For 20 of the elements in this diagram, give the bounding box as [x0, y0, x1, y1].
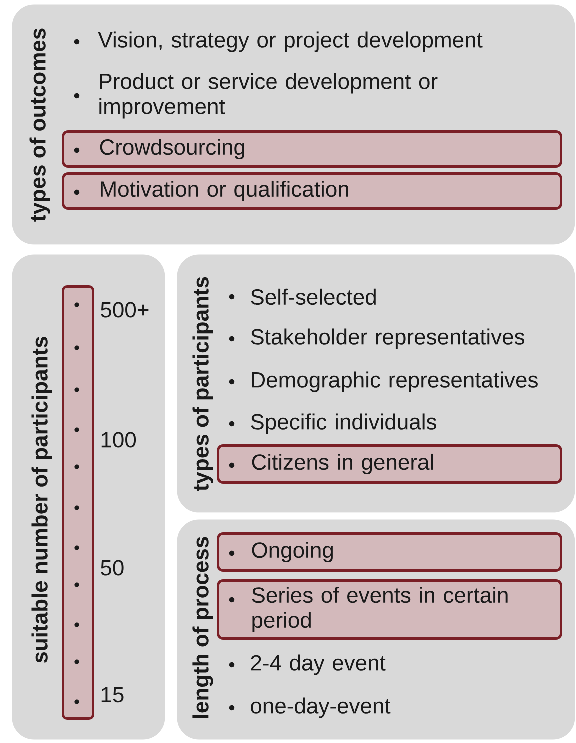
highlight-box: Motivation or qualification [62, 172, 562, 210]
scale-label: 100 [102, 432, 136, 448]
highlight-box: Crowdsourcing [62, 130, 562, 168]
bullet-item: Demographic representatives [252, 372, 538, 392]
bullet-item: Product or service development or improvement [100, 73, 438, 119]
bullet-item: Vision, strategy or project development [98, 32, 483, 52]
highlight-box: Series of events in certain period [217, 580, 562, 640]
panel-heading: types of participants [192, 277, 214, 492]
panel-heading: length of process [192, 537, 214, 718]
scale-label: 15 [102, 687, 124, 703]
highlight-box: Citizens in general [217, 444, 562, 484]
panel-heading: types of outcomes [30, 28, 50, 222]
scale-label: 500+ [101, 302, 149, 318]
scale-label: 50 [101, 560, 124, 576]
highlight-box: Ongoing [217, 532, 562, 572]
panel-heading: suitable number of participants [32, 337, 52, 664]
bullet-item: Self-selected [251, 288, 376, 306]
bullet-item: one-day-event [251, 698, 391, 718]
bullet-item: Stakeholder representatives [251, 328, 525, 350]
scale-bar [62, 286, 94, 720]
